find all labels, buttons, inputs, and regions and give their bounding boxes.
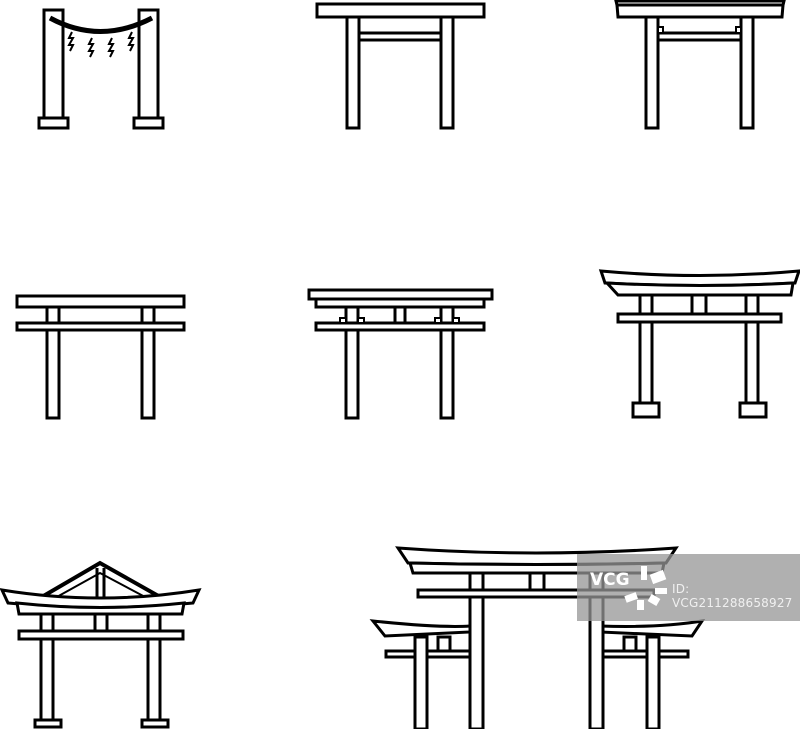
kashima-torii-icon	[15, 294, 186, 420]
simple-torii-icon	[315, 2, 486, 130]
nakayama-torii-icon	[307, 288, 494, 420]
watermark-banner: VCG ID: VCG211288658927	[577, 554, 800, 621]
curved-roof-torii-icon	[598, 269, 800, 419]
gabled-roof-torii-icon	[0, 560, 202, 729]
watermark-logo: VCG	[590, 570, 630, 590]
watermark-id: ID: VCG211288658927	[672, 582, 793, 610]
watermark-burst-icon	[624, 566, 667, 610]
myojin-torii-icon	[614, 0, 786, 130]
shimenawa-gate-icon	[37, 8, 165, 130]
